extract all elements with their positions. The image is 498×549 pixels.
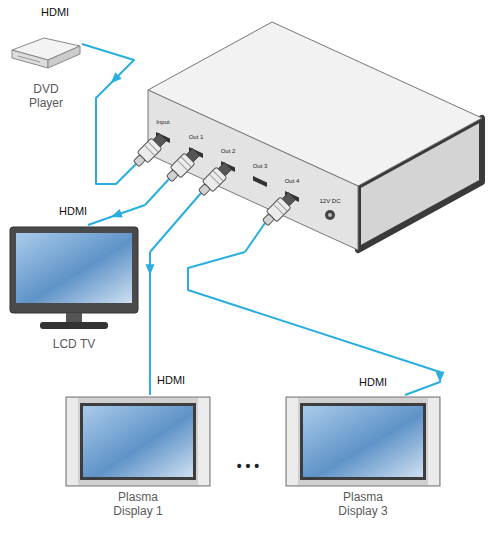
plasma-display: Plasma Display 1 [64, 395, 212, 488]
hdmi-port [253, 176, 267, 187]
plasma-speaker [67, 398, 78, 485]
plasma-frame [286, 397, 440, 486]
lcd-screen [16, 233, 132, 303]
lcd-neck [66, 313, 82, 323]
port-label: Out 3 [253, 163, 268, 170]
hdmi-plug [260, 191, 297, 228]
power-jack-pin [328, 213, 332, 217]
plasma-speaker [428, 398, 439, 485]
power-jack [325, 210, 335, 220]
port-label: Out 4 [285, 178, 300, 185]
plasma-frame [66, 397, 210, 486]
lcd-frame [10, 227, 138, 313]
port-label: 12V DC [319, 198, 340, 205]
device-label: Plasma Display 3 [326, 490, 400, 518]
arrowhead [436, 372, 445, 383]
hdmi-splitter: InputOut 1 Out 2 Out 3 Out 4 12V DC [145, 8, 488, 252]
dvd-front [12, 50, 48, 68]
plasma-screen [83, 406, 193, 477]
cable-tail [145, 179, 169, 205]
device-label: DVD Player [18, 82, 74, 110]
cable-label: HDMI [156, 374, 186, 387]
port-label: Out 1 [189, 134, 204, 141]
device-label: Plasma Display 1 [101, 490, 175, 518]
plasma-display: Plasma Display 3 [284, 395, 442, 488]
dvd-player: DVD Player [10, 36, 82, 72]
cable-tail [150, 193, 201, 252]
device-label: LCD TV [34, 337, 114, 351]
hdmi-cable [88, 205, 145, 225]
cable-label: HDMI [358, 376, 388, 389]
port-label: Input [156, 119, 169, 126]
lcd-base [40, 322, 108, 329]
cable-tail [245, 223, 265, 252]
dvd-side [48, 46, 80, 68]
lcd-tv: LCD TV [8, 225, 140, 331]
ellipsis: • • • [237, 458, 259, 474]
plasma-speaker [287, 398, 298, 485]
arrowhead [111, 72, 122, 83]
dvd-slot [18, 56, 40, 62]
plasma-speaker [198, 398, 209, 485]
hdmi-cable [188, 252, 440, 395]
arrowhead [111, 209, 123, 217]
plasma-bezel [80, 403, 196, 480]
cable-label: HDMI [40, 6, 70, 19]
plasma-screen [303, 406, 423, 477]
hdmi-plug [131, 132, 168, 169]
hdmi-plug [164, 147, 201, 184]
arrowhead [146, 264, 155, 275]
cable-label: HDMI [58, 205, 88, 218]
splitter-front [148, 90, 358, 250]
port-label: Out 2 [221, 148, 236, 155]
hdmi-plug [196, 161, 233, 198]
plasma-bezel [300, 403, 426, 480]
